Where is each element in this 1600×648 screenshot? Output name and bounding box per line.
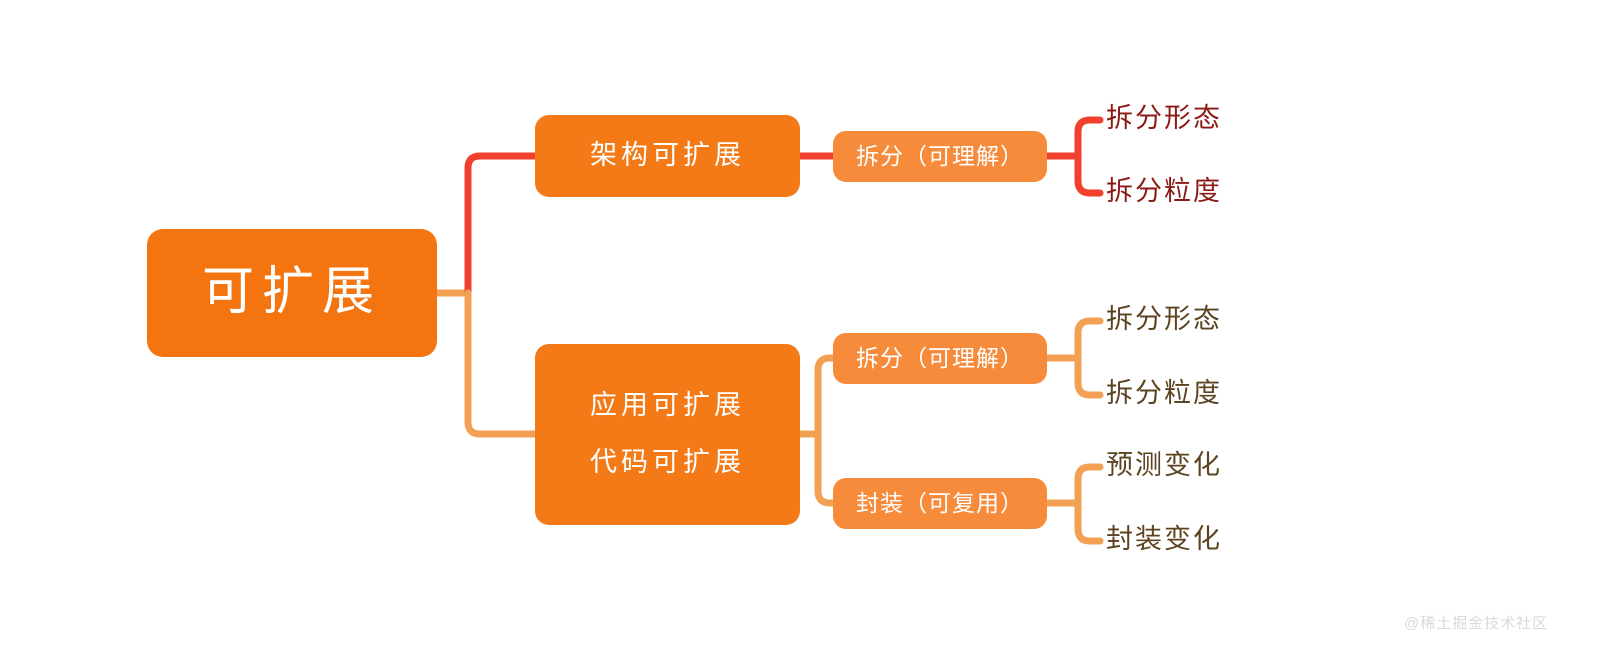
leaf-split-form-architecture[interactable]: 拆分形态 [1106, 103, 1222, 133]
leaf-predict-change[interactable]: 预测变化 [1106, 450, 1222, 480]
leaf-split-form-application[interactable]: 拆分形态 [1106, 304, 1222, 334]
root-node-label: 可扩展 [201, 263, 382, 322]
sub-node-encapsulation-label: 封装（可复用） [856, 489, 1024, 516]
branch-node-architecture[interactable]: 架构可扩展 [535, 115, 800, 197]
leaf-encapsulate-change[interactable]: 封装变化 [1106, 524, 1222, 554]
sub-node-split-architecture-label: 拆分（可理解） [856, 142, 1024, 169]
branch-node-application-code[interactable]: 应用可扩展 代码可扩展 [535, 344, 800, 525]
sub-node-split-application[interactable]: 拆分（可理解） [833, 333, 1047, 384]
sub-node-split-architecture[interactable]: 拆分（可理解） [833, 131, 1047, 182]
sub-node-encapsulation[interactable]: 封装（可复用） [833, 478, 1047, 529]
root-node-expandable[interactable]: 可扩展 [147, 229, 437, 357]
watermark: @稀土掘金技术社区 [1404, 615, 1549, 632]
leaf-split-granularity-architecture[interactable]: 拆分粒度 [1106, 176, 1222, 206]
branch-node-code-label: 代码可扩展 [590, 446, 745, 477]
branch-node-architecture-label: 架构可扩展 [590, 140, 745, 171]
leaf-split-granularity-application[interactable]: 拆分粒度 [1106, 378, 1222, 408]
sub-node-split-application-label: 拆分（可理解） [856, 344, 1024, 371]
branch-node-application-label: 应用可扩展 [590, 390, 745, 421]
